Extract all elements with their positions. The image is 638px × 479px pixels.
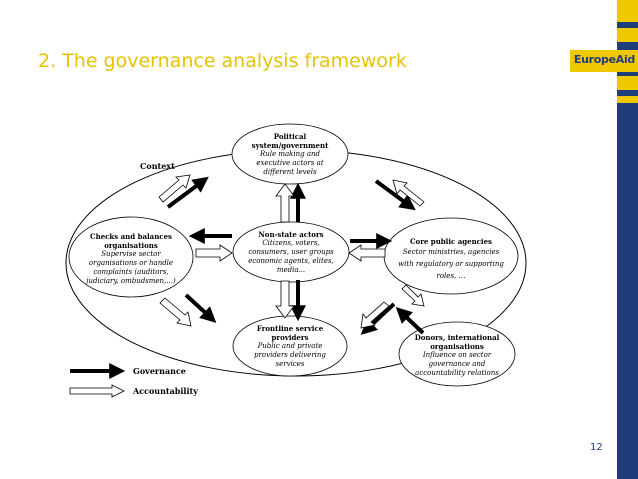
accountability-arrow bbox=[159, 297, 192, 327]
political-title: Political system/government bbox=[251, 132, 329, 150]
donors-desc: Influence on sector governance and accou… bbox=[415, 351, 499, 377]
accountability-arrow bbox=[392, 179, 425, 207]
brand-logo-text: EuropeAid bbox=[573, 53, 635, 66]
political-desc: Rule making and executive actors at diff… bbox=[256, 150, 324, 176]
brand-stripe bbox=[617, 28, 638, 42]
accountability-arrow bbox=[158, 174, 191, 203]
slide-title: 2. The governance analysis framework bbox=[38, 50, 407, 72]
brand-stripe bbox=[617, 96, 638, 103]
context-label: Context bbox=[140, 161, 175, 171]
frontline-desc: Public and private providers delivering … bbox=[254, 342, 326, 368]
donors-node-shape bbox=[398, 321, 516, 387]
checks-node: Checks and balances organisations Superv… bbox=[78, 232, 184, 286]
nonstate-title: Non-state actors bbox=[258, 230, 324, 239]
checks-desc: Supervise sector organisations or handle… bbox=[86, 250, 176, 285]
checks-title: Checks and balances organisations bbox=[90, 232, 172, 250]
governance-arrow bbox=[184, 293, 217, 323]
governance-arrow bbox=[395, 307, 425, 335]
nonstate-node: Non-state actors Citizens, voters, consu… bbox=[246, 230, 336, 275]
frontline-node: Frontline service providers Public and p… bbox=[245, 324, 335, 369]
donors-title: Donors, international organisations bbox=[414, 333, 500, 351]
accountability-arrow bbox=[195, 244, 233, 262]
brand-side-bar bbox=[617, 0, 638, 479]
brand-stripe bbox=[617, 0, 638, 22]
nonstate-desc: Citizens, voters, consumers, user groups… bbox=[248, 239, 334, 274]
legend-governance-label: Governance bbox=[133, 366, 186, 376]
accountability-arrow bbox=[401, 284, 425, 307]
accountability-arrow bbox=[275, 183, 295, 223]
governance-arrow bbox=[374, 179, 416, 211]
accountability-arrow bbox=[275, 280, 295, 319]
core-node: Core public agencies Sector ministries, … bbox=[396, 237, 506, 282]
nonstate-node-shape bbox=[232, 221, 350, 283]
governance-arrow bbox=[166, 176, 209, 209]
core-title: Core public agencies bbox=[409, 237, 492, 246]
legend-accountability-label: Accountability bbox=[133, 386, 198, 396]
core-desc: Sector ministries, agencies with regulat… bbox=[398, 248, 504, 280]
brand-stripe bbox=[617, 76, 638, 90]
donors-node: Donors, international organisations Infl… bbox=[414, 333, 500, 378]
page-number: 12 bbox=[590, 442, 603, 453]
legend-accountability-arrow bbox=[69, 384, 125, 398]
frontline-title: Frontline service providers bbox=[256, 324, 324, 342]
accountability-arrow bbox=[348, 244, 386, 262]
checks-node-shape bbox=[68, 216, 194, 298]
accountability-arrow bbox=[360, 301, 390, 329]
political-node: Political system/government Rule making … bbox=[246, 132, 334, 177]
brand-logo: EuropeAid bbox=[570, 50, 638, 72]
